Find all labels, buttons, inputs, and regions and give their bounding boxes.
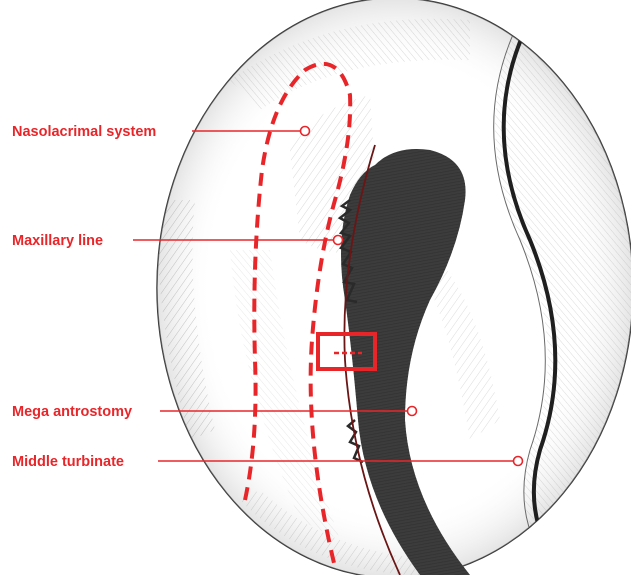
label-middle-turbinate: Middle turbinate bbox=[12, 454, 124, 470]
label-maxillary-line: Maxillary line bbox=[12, 233, 103, 249]
label-mega-antrostomy: Mega antrostomy bbox=[12, 404, 132, 420]
label-nasolacrimal-system: Nasolacrimal system bbox=[12, 124, 156, 140]
